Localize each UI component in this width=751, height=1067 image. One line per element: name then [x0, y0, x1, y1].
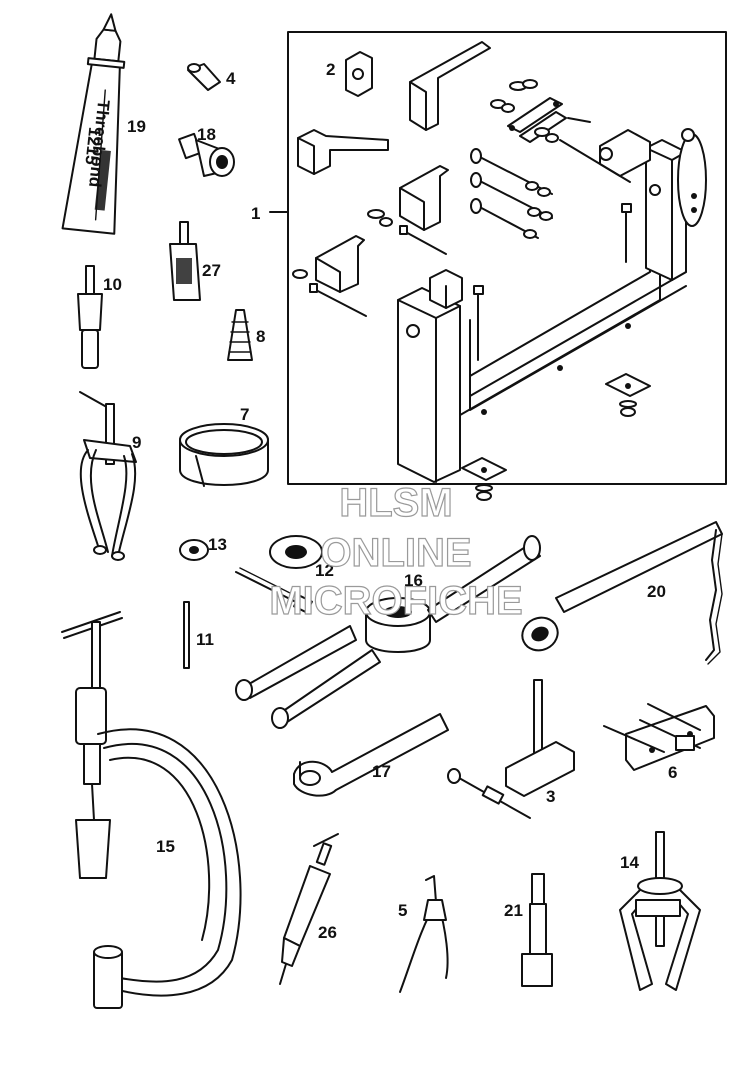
callout-19: 19 [127, 117, 146, 136]
clamp-ring-icon [179, 423, 269, 487]
three-jaw-puller-icon [619, 831, 701, 991]
callout-10: 10 [103, 275, 122, 294]
watermark-line-2: ONLINE [320, 531, 471, 575]
cone-icon [227, 309, 253, 361]
callout-14: 14 [620, 853, 639, 872]
nut-icon [179, 539, 209, 561]
watermark-line-3: MICROFICHE [269, 579, 522, 623]
puller-plate-icon [603, 703, 715, 771]
callout-18: 18 [197, 125, 216, 144]
two-jaw-puller-icon [79, 391, 137, 561]
callout-4: 4 [226, 69, 236, 88]
watermark: HLSM ONLINE MICROFICHE [269, 480, 524, 623]
long-bolt-icon [235, 567, 313, 614]
callout-21: 21 [504, 901, 523, 920]
threebond-tube-icon: Threebond 1215 [61, 13, 126, 235]
callout-20: 20 [647, 582, 666, 601]
callout-11: 11 [196, 630, 214, 649]
callout-16: 16 [404, 571, 423, 590]
callout-26: 26 [318, 923, 337, 942]
tube-code-text: 1215 [81, 126, 104, 166]
callout-15: 15 [156, 837, 175, 856]
callout-labels: 1 2 3 4 5 6 7 8 9 10 11 12 13 14 15 16 1… [103, 60, 677, 942]
sleeve-icon [187, 63, 221, 91]
pin-spanner-icon [293, 713, 449, 797]
callout-13: 13 [208, 535, 227, 554]
callout-9: 9 [132, 433, 141, 452]
callout-12: 12 [315, 561, 334, 580]
syringe-icon [279, 833, 339, 985]
callout-7: 7 [240, 405, 249, 424]
bearing-icon [269, 535, 323, 569]
adapter-icon [178, 132, 235, 177]
callout-8: 8 [256, 327, 265, 346]
stand-brackets [292, 41, 631, 317]
callout-1: 1 [251, 204, 260, 223]
chain-wrench-icon [521, 521, 723, 665]
pin-icon [183, 601, 190, 669]
c-clamp-compressor-icon [61, 611, 242, 1009]
valve-tool-icon [521, 873, 553, 987]
engine-stand-frame [269, 31, 727, 485]
bottle-icon [169, 221, 201, 301]
callout-5: 5 [398, 901, 407, 920]
callout-3: 3 [546, 787, 555, 806]
puller-rod-icon [77, 265, 103, 369]
callout-6: 6 [668, 763, 677, 782]
engine-stand-base [397, 128, 707, 501]
circlip-pliers-icon [399, 875, 449, 993]
callout-27: 27 [202, 261, 221, 280]
callout-2: 2 [326, 60, 335, 79]
handle-holder-icon [235, 535, 541, 729]
callout-17: 17 [372, 762, 391, 781]
chain-breaker-icon [447, 679, 575, 819]
watermark-line-1: HLSM [339, 481, 452, 525]
